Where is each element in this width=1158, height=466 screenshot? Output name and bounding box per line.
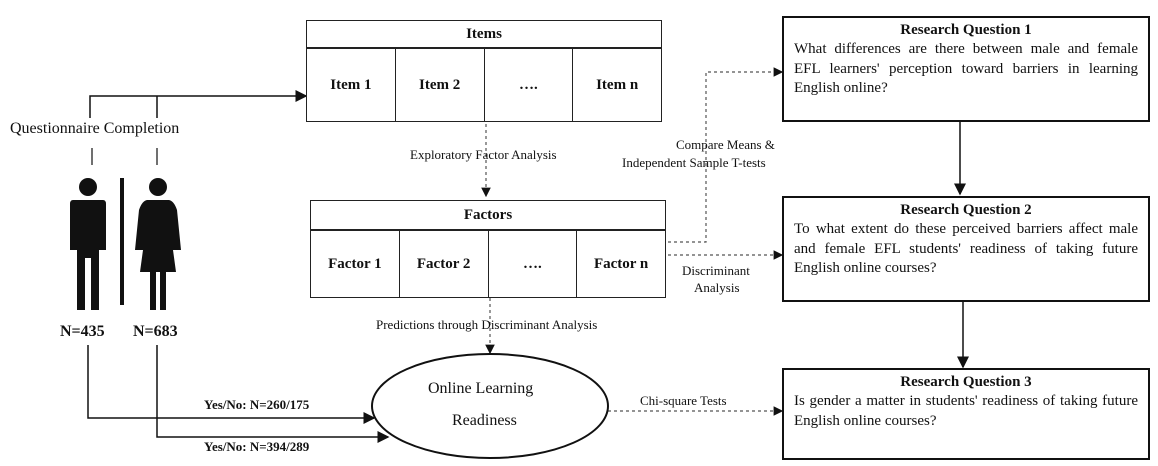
discriminant-label-line1: Discriminant xyxy=(682,263,750,278)
female-yes-no-label: Yes/No: N=394/289 xyxy=(204,439,310,454)
rq3-box: Research Question 3 Is gender a matter i… xyxy=(782,368,1150,460)
rq2-box: Research Question 2 To what extent do th… xyxy=(782,196,1150,302)
item-cell: Item 1 xyxy=(307,49,396,121)
male-yes-no-label: Yes/No: N=260/175 xyxy=(204,397,310,412)
factors-header: Factors xyxy=(310,200,666,230)
rq1-box: Research Question 1 What differences are… xyxy=(782,16,1150,122)
factor-cell: …. xyxy=(489,231,578,297)
compare-means-label-line2: Independent Sample T-tests xyxy=(622,155,766,170)
item-cell: Item 2 xyxy=(396,49,485,121)
line-factors-to-rq1 xyxy=(668,67,784,243)
male-count-label: N=435 xyxy=(60,323,105,340)
rq2-text: To what extent do these perceived barrie… xyxy=(794,221,1138,276)
factor-cell: Factor n xyxy=(593,255,649,272)
predictions-label: Predictions through Discriminant Analysi… xyxy=(376,317,598,332)
items-header: Items xyxy=(306,20,662,48)
female-count-label: N=683 xyxy=(133,323,178,340)
rq3-title: Research Question 3 xyxy=(900,374,1032,390)
line-bracket xyxy=(91,148,158,165)
efa-label: Exploratory Factor Analysis xyxy=(410,147,557,162)
readiness-label-line1: Online Learning xyxy=(428,380,534,397)
factors-row: Factor 1 Factor 2 …. Factor n xyxy=(310,230,666,298)
discriminant-label-line2: Analysis xyxy=(694,280,740,295)
items-title: Items xyxy=(466,25,502,42)
line-questionnaire-to-items-upper xyxy=(89,90,308,118)
factor-cell: Factor 1 xyxy=(311,231,400,297)
item-cell: …. xyxy=(485,49,574,121)
item-cell: Item n xyxy=(596,76,639,93)
chi-square-label: Chi-square Tests xyxy=(640,393,727,408)
line-male-to-readiness xyxy=(87,345,376,424)
male-figure-icon xyxy=(70,178,106,310)
rq3-text: Is gender a matter in students' readines… xyxy=(794,393,1138,429)
rq2-title: Research Question 2 xyxy=(900,202,1032,218)
factor-cell: Factor 2 xyxy=(400,231,489,297)
factors-title: Factors xyxy=(463,206,513,223)
readiness-label-line2: Readiness xyxy=(452,412,517,429)
items-row: Item 1 Item 2 …. Item n xyxy=(306,48,662,122)
female-figure-icon xyxy=(135,178,181,310)
questionnaire-completion-label: Questionnaire Completion xyxy=(10,120,180,137)
rq1-title: Research Question 1 xyxy=(900,22,1032,38)
compare-means-label-line1: Compare Means & xyxy=(676,137,775,152)
rq1-text: What differences are there between male … xyxy=(794,41,1138,96)
readiness-ellipse xyxy=(371,353,609,459)
line-female-to-readiness xyxy=(156,345,390,443)
